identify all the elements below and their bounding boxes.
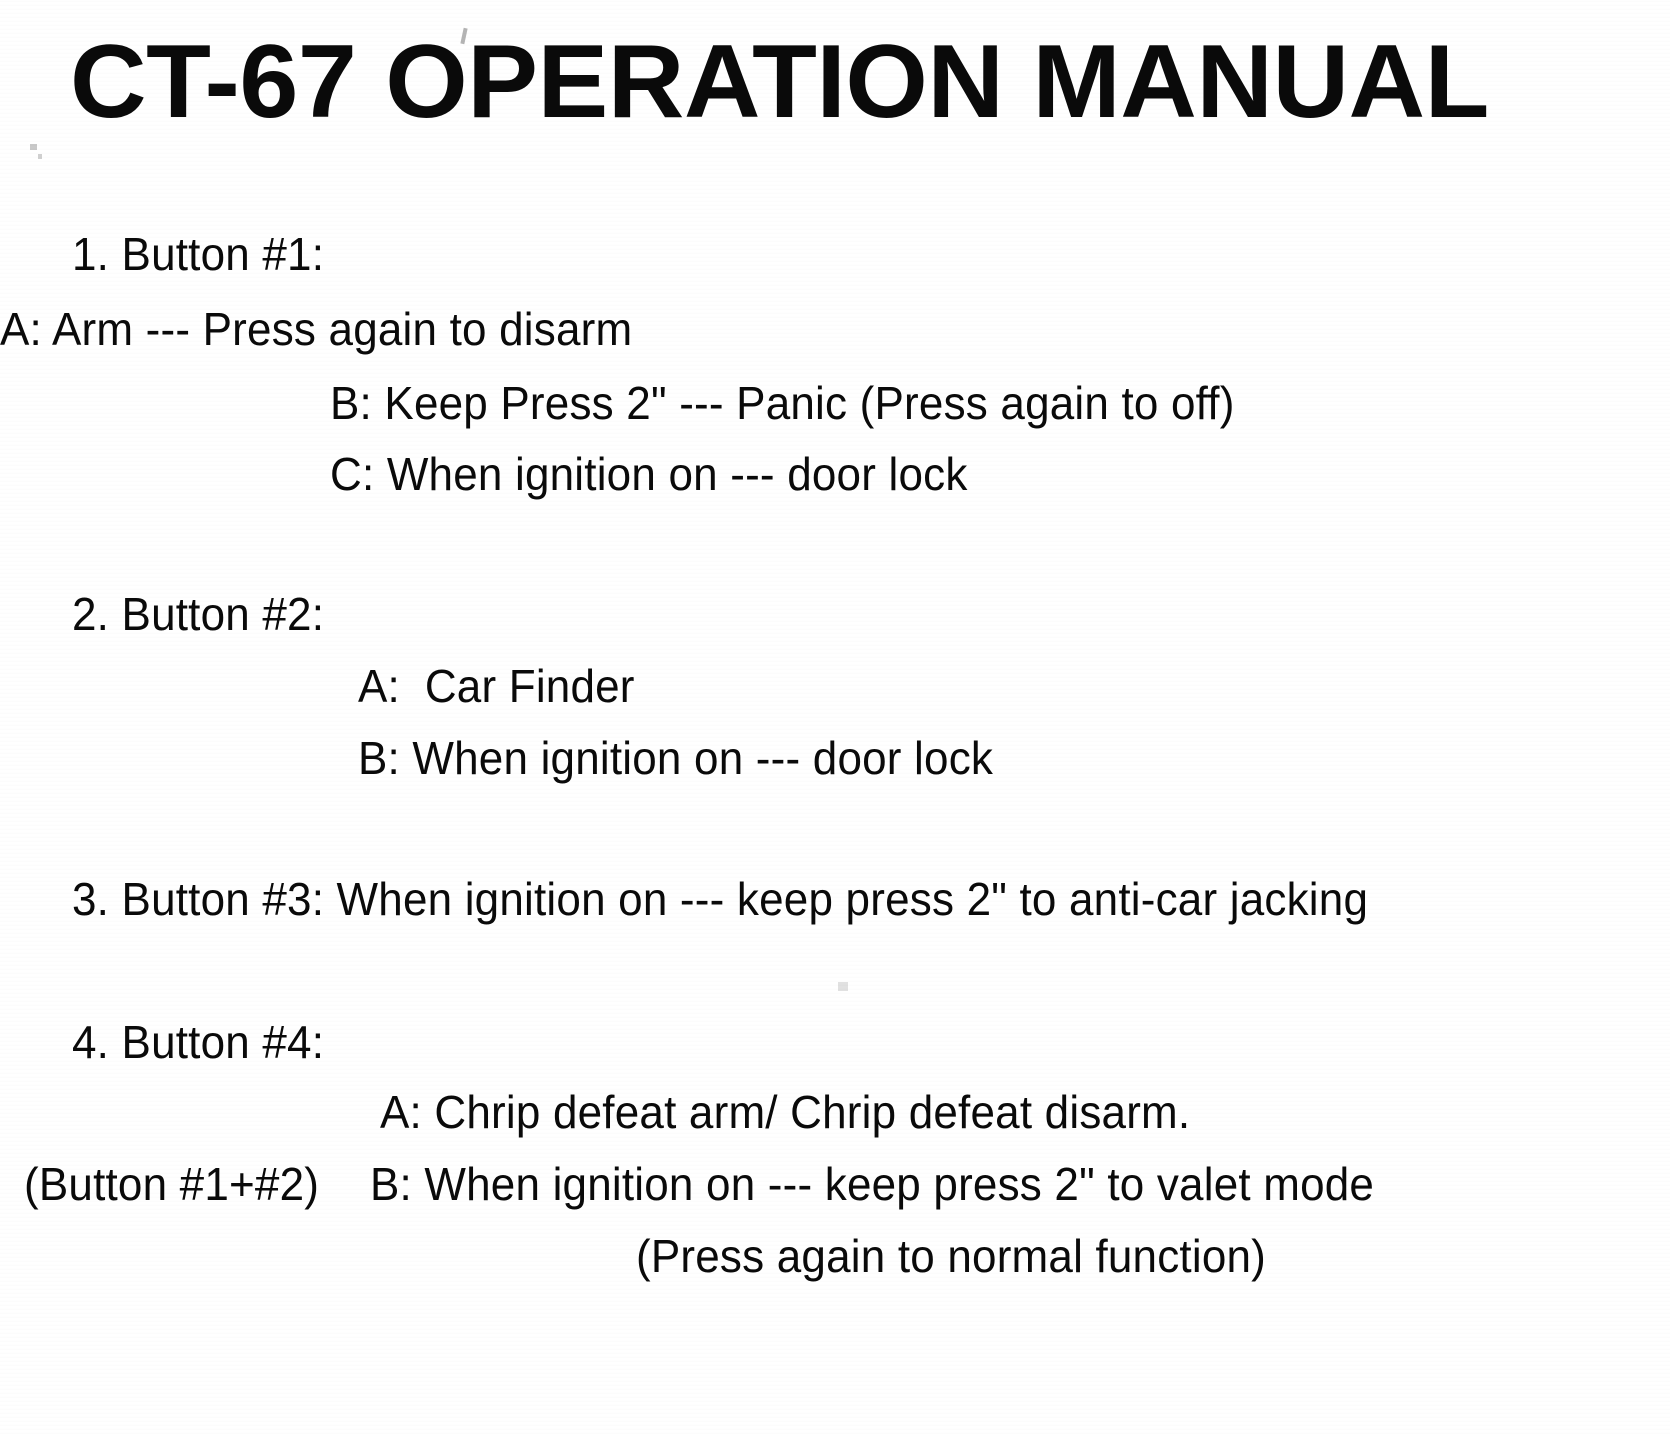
section-1-item-c: C: When ignition on --- door lock xyxy=(330,448,968,501)
section-heading-button-1: 1. Button #1: xyxy=(72,228,325,281)
section-2-item-b: B: When ignition on --- door lock xyxy=(358,732,994,785)
section-4-margin-note: (Button #1+#2) xyxy=(24,1158,320,1211)
scan-speck xyxy=(30,144,37,150)
section-1-item-a: A: Arm --- Press again to disarm xyxy=(0,303,633,356)
scan-speck xyxy=(38,154,42,159)
section-1-item-b: B: Keep Press 2" --- Panic (Press again … xyxy=(330,377,1235,430)
section-4-item-b-continuation: (Press again to normal function) xyxy=(636,1230,1267,1283)
section-4-item-b: B: When ignition on --- keep press 2" to… xyxy=(370,1158,1375,1211)
page-title: CT-67 OPERATION MANUAL xyxy=(70,24,1489,140)
section-4-item-a: A: Chrip defeat arm/ Chrip defeat disarm… xyxy=(380,1086,1191,1139)
section-2-item-a: A: Car Finder xyxy=(358,660,635,713)
section-heading-button-3: 3. Button #3: When ignition on --- keep … xyxy=(72,873,1369,926)
section-heading-button-4: 4. Button #4: xyxy=(72,1016,325,1069)
section-heading-button-2: 2. Button #2: xyxy=(72,588,325,641)
scan-speck xyxy=(838,982,848,991)
